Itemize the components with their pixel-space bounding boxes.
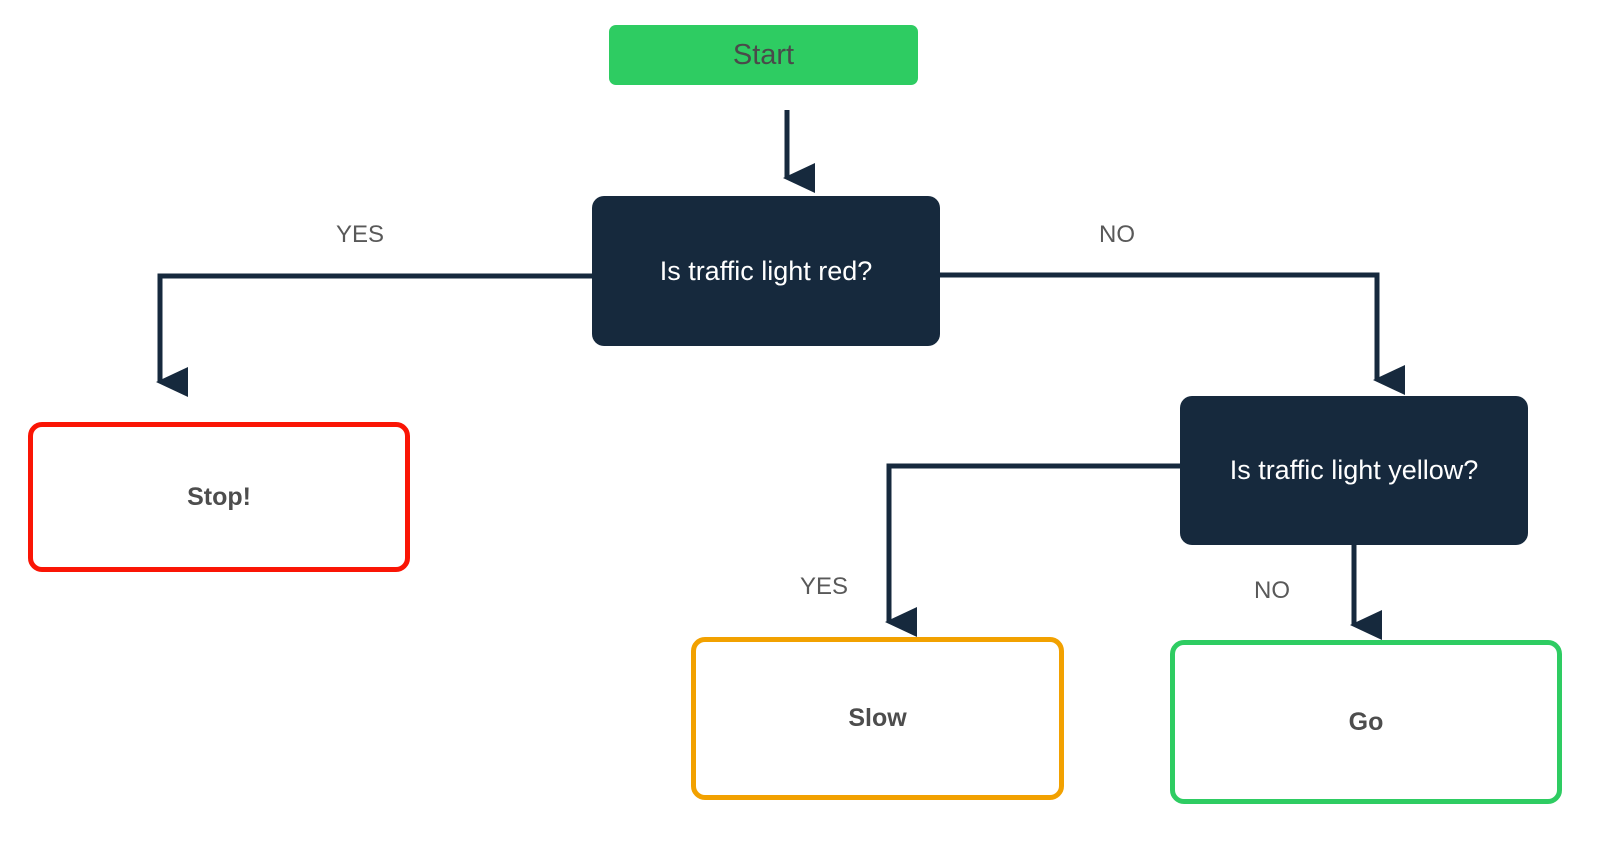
edge-label-red-yes: YES bbox=[335, 221, 385, 248]
node-decision-is-traffic-light-yellow[interactable]: Is traffic light yellow? bbox=[1180, 396, 1528, 545]
edge-label-yellow-yes: YES bbox=[799, 573, 849, 600]
edge-label-yellow-no: NO bbox=[1254, 577, 1290, 604]
edge-red-yes-to-stop bbox=[155, 273, 592, 397]
edge-yellow-yes-to-slow bbox=[884, 463, 1180, 637]
edge-red-no-to-yellow bbox=[940, 272, 1405, 395]
node-start[interactable]: Start bbox=[609, 25, 918, 85]
node-stop[interactable]: Stop! bbox=[28, 422, 410, 572]
node-slow[interactable]: Slow bbox=[691, 637, 1064, 800]
node-decision-is-traffic-light-red[interactable]: Is traffic light red? bbox=[592, 196, 940, 346]
node-go[interactable]: Go bbox=[1170, 640, 1562, 804]
edge-label-red-no: NO bbox=[1099, 221, 1135, 248]
